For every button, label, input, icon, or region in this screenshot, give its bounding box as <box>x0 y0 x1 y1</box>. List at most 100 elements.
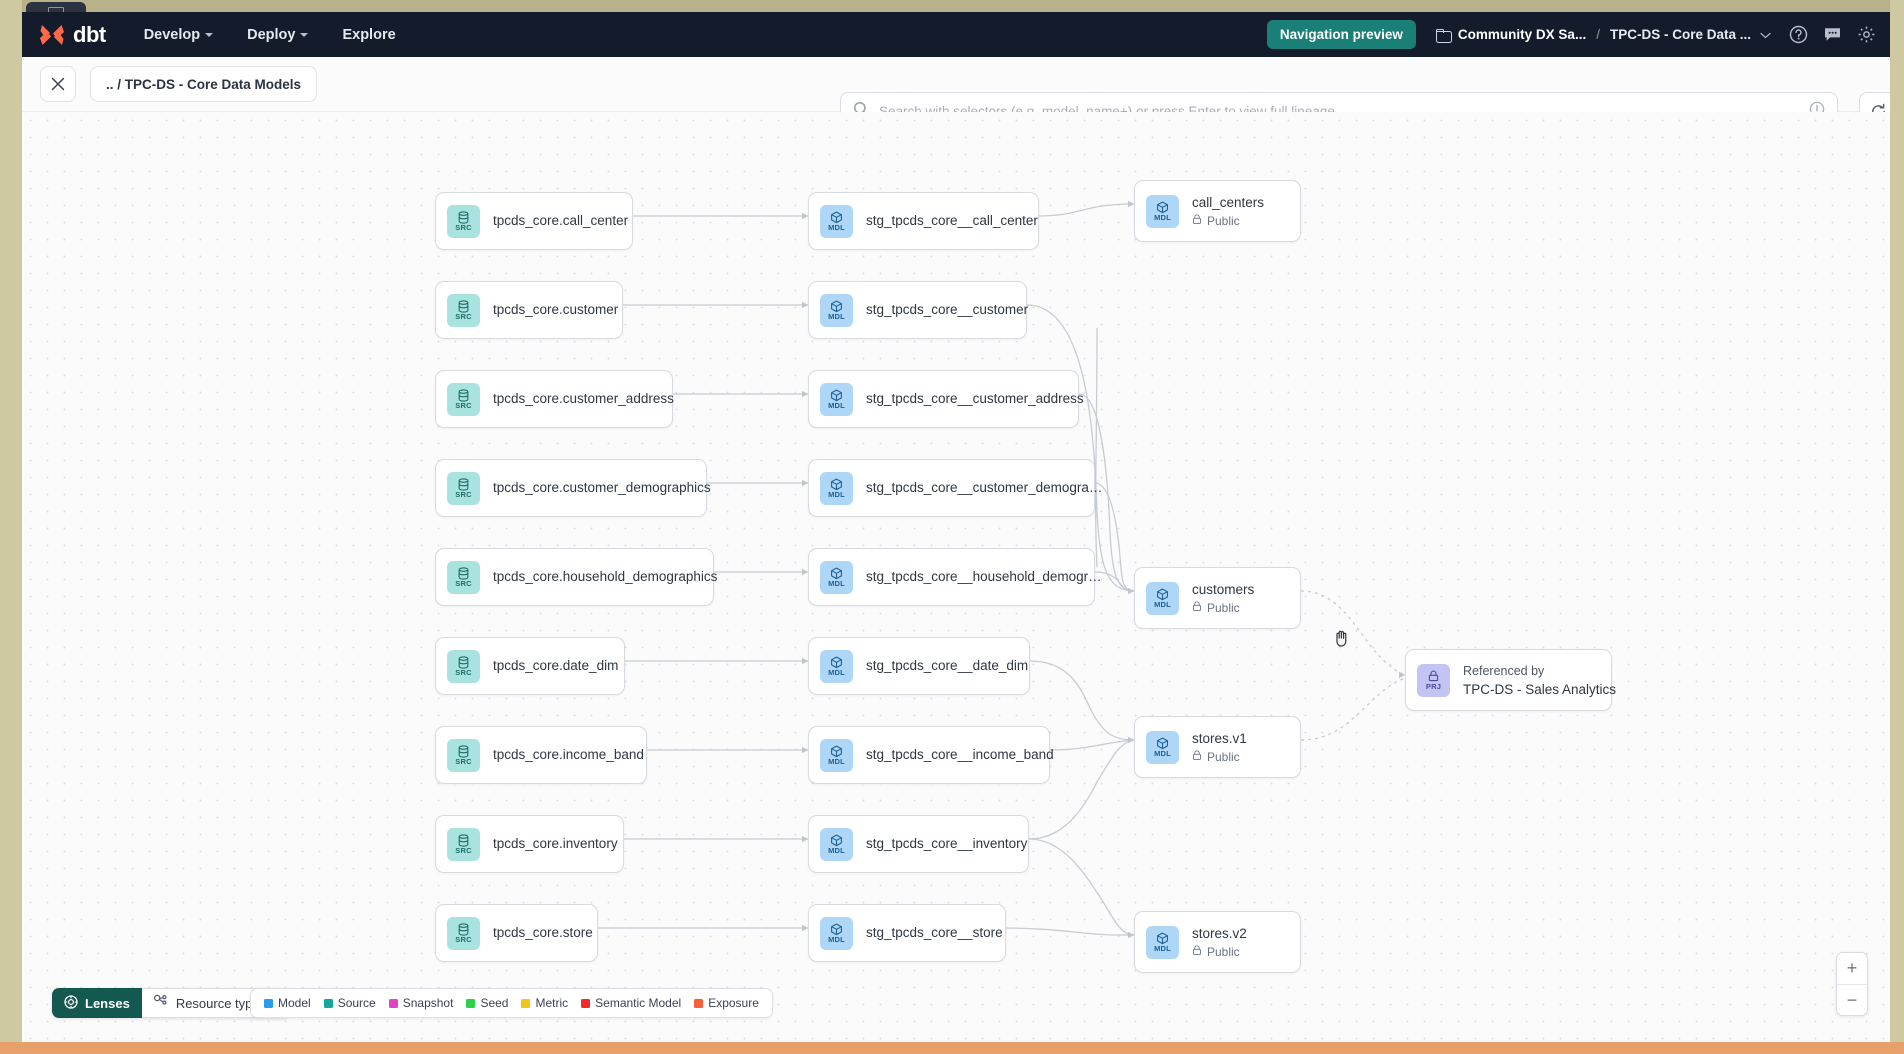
help-circle-icon[interactable] <box>1789 25 1808 44</box>
feedback-chat-icon[interactable] <box>1823 25 1842 44</box>
lineage-node-source[interactable]: SRC tpcds_core.income_band <box>435 726 647 784</box>
src-badge-icon: SRC <box>447 382 480 416</box>
lineage-node-model[interactable]: MDL stg_tpcds_core__customer <box>808 281 1028 339</box>
lineage-node-text: tpcds_core.call_center <box>493 213 628 229</box>
lineage-node-text: stg_tpcds_core__customer <box>866 302 1028 318</box>
legend-item-metric[interactable]: Metric <box>521 996 568 1010</box>
lineage-node-model[interactable]: MDL stg_tpcds_core__inventory <box>808 815 1029 873</box>
mdl-badge-icon: MDL <box>820 293 853 327</box>
lineage-node-title: stg_tpcds_core__date_dim <box>866 658 1029 673</box>
lineage-node-text: stg_tpcds_core__customer_demogra… <box>866 480 1102 496</box>
lineage-node-title: stg_tpcds_core__income_band <box>866 747 1054 762</box>
src-badge-icon: SRC <box>447 471 480 505</box>
lineage-node-text: stg_tpcds_core__call_center <box>866 213 1038 229</box>
dbt-logo[interactable]: dbt <box>38 22 106 48</box>
legend-swatch <box>466 998 476 1008</box>
gear-icon[interactable] <box>1857 25 1876 44</box>
folder-icon <box>1435 28 1452 43</box>
zoom-out-button[interactable]: − <box>1837 984 1867 1015</box>
nav-item-explore-label: Explore <box>342 26 396 43</box>
mdl-badge-icon: MDL <box>820 827 853 861</box>
lineage-node-text: stg_tpcds_core__customer_address <box>866 391 1084 407</box>
mdl-badge-icon: MDL <box>1146 581 1179 615</box>
lineage-node-text: tpcds_core.income_band <box>493 747 644 763</box>
lenses-button[interactable]: Lenses <box>52 988 142 1018</box>
nav-item-explore[interactable]: Explore <box>342 27 395 43</box>
dbt-logo-icon <box>38 22 66 48</box>
lock-icon <box>1192 600 1202 615</box>
navigation-preview-button[interactable]: Navigation preview <box>1266 20 1416 49</box>
zoom-in-button[interactable]: + <box>1846 958 1858 978</box>
lineage-node-text: tpcds_core.customer <box>493 302 618 318</box>
desktop-edge-left <box>0 0 22 1054</box>
lock-icon <box>1192 749 1202 764</box>
close-button[interactable] <box>40 66 76 102</box>
lineage-node-text: stg_tpcds_core__date_dim <box>866 658 1028 674</box>
legend-item-semantic-model[interactable]: Semantic Model <box>581 996 681 1010</box>
lineage-edges <box>598 200 1406 939</box>
nav-item-deploy[interactable]: Deploy <box>247 27 309 43</box>
lenses-control-group: Lenses Resource type <box>52 988 290 1018</box>
legend-swatch <box>581 998 591 1008</box>
legend-item-source[interactable]: Source <box>323 996 376 1010</box>
resource-type-legend: Model Source Snapshot Seed Metric Semantic Mo… <box>250 988 773 1018</box>
breadcrumb-separator: / <box>1596 27 1600 42</box>
chevron-down-icon[interactable] <box>1760 27 1771 42</box>
src-badge-icon: SRC <box>447 560 480 594</box>
lineage-node-source[interactable]: SRC tpcds_core.customer <box>435 281 623 339</box>
lineage-breadcrumb-pill[interactable]: .. / TPC-DS - Core Data Models <box>90 66 318 102</box>
resource-type-label: Resource type <box>175 995 260 1011</box>
lineage-node-title: stg_tpcds_core__call_center <box>866 213 1038 228</box>
legend-item-model[interactable]: Model <box>264 996 311 1010</box>
legend-label: Seed <box>480 996 509 1010</box>
src-badge-icon: SRC <box>447 738 480 772</box>
lineage-node-text: stg_tpcds_core__inventory <box>866 836 1027 852</box>
lineage-node-title: customers <box>1192 581 1255 597</box>
legend-item-seed[interactable]: Seed <box>466 996 508 1010</box>
nodes-icon <box>153 994 168 1012</box>
lineage-node-model[interactable]: MDL stg_tpcds_core__store <box>808 904 1006 962</box>
src-badge-icon: SRC <box>447 293 480 327</box>
desktop-edge-right <box>1890 0 1904 1054</box>
lineage-node-access-badge: Public <box>1192 945 1247 959</box>
lineage-node-source[interactable]: SRC tpcds_core.customer_address <box>435 370 674 428</box>
legend-item-snapshot[interactable]: Snapshot <box>388 996 453 1010</box>
mdl-badge-icon: MDL <box>820 649 853 683</box>
access-label: Public <box>1207 749 1240 764</box>
resource-type-dropdown[interactable]: Resource type <box>141 988 290 1018</box>
legend-swatch <box>694 998 704 1008</box>
exposure-subtitle: TPC-DS - Sales Analytics <box>1463 681 1617 697</box>
legend-label: Semantic Model <box>595 996 682 1010</box>
nav-item-develop[interactable]: Develop <box>144 27 214 43</box>
legend-item-exposure[interactable]: Exposure <box>694 996 759 1010</box>
breadcrumb-project[interactable]: TPC-DS - Core Data ... <box>1609 27 1751 42</box>
lineage-node-title: stg_tpcds_core__store <box>866 925 1003 940</box>
lineage-node-model[interactable]: MDL stg_tpcds_core__date_dim <box>808 637 1030 695</box>
lineage-node-title: tpcds_core.customer_address <box>493 391 674 406</box>
breadcrumb-account[interactable]: Community DX Sa... <box>1457 27 1587 42</box>
access-label: Public <box>1207 600 1240 615</box>
lock-icon <box>1192 213 1202 228</box>
lineage-node-title: call_centers <box>1192 194 1265 210</box>
mdl-badge-icon: MDL <box>820 916 853 950</box>
